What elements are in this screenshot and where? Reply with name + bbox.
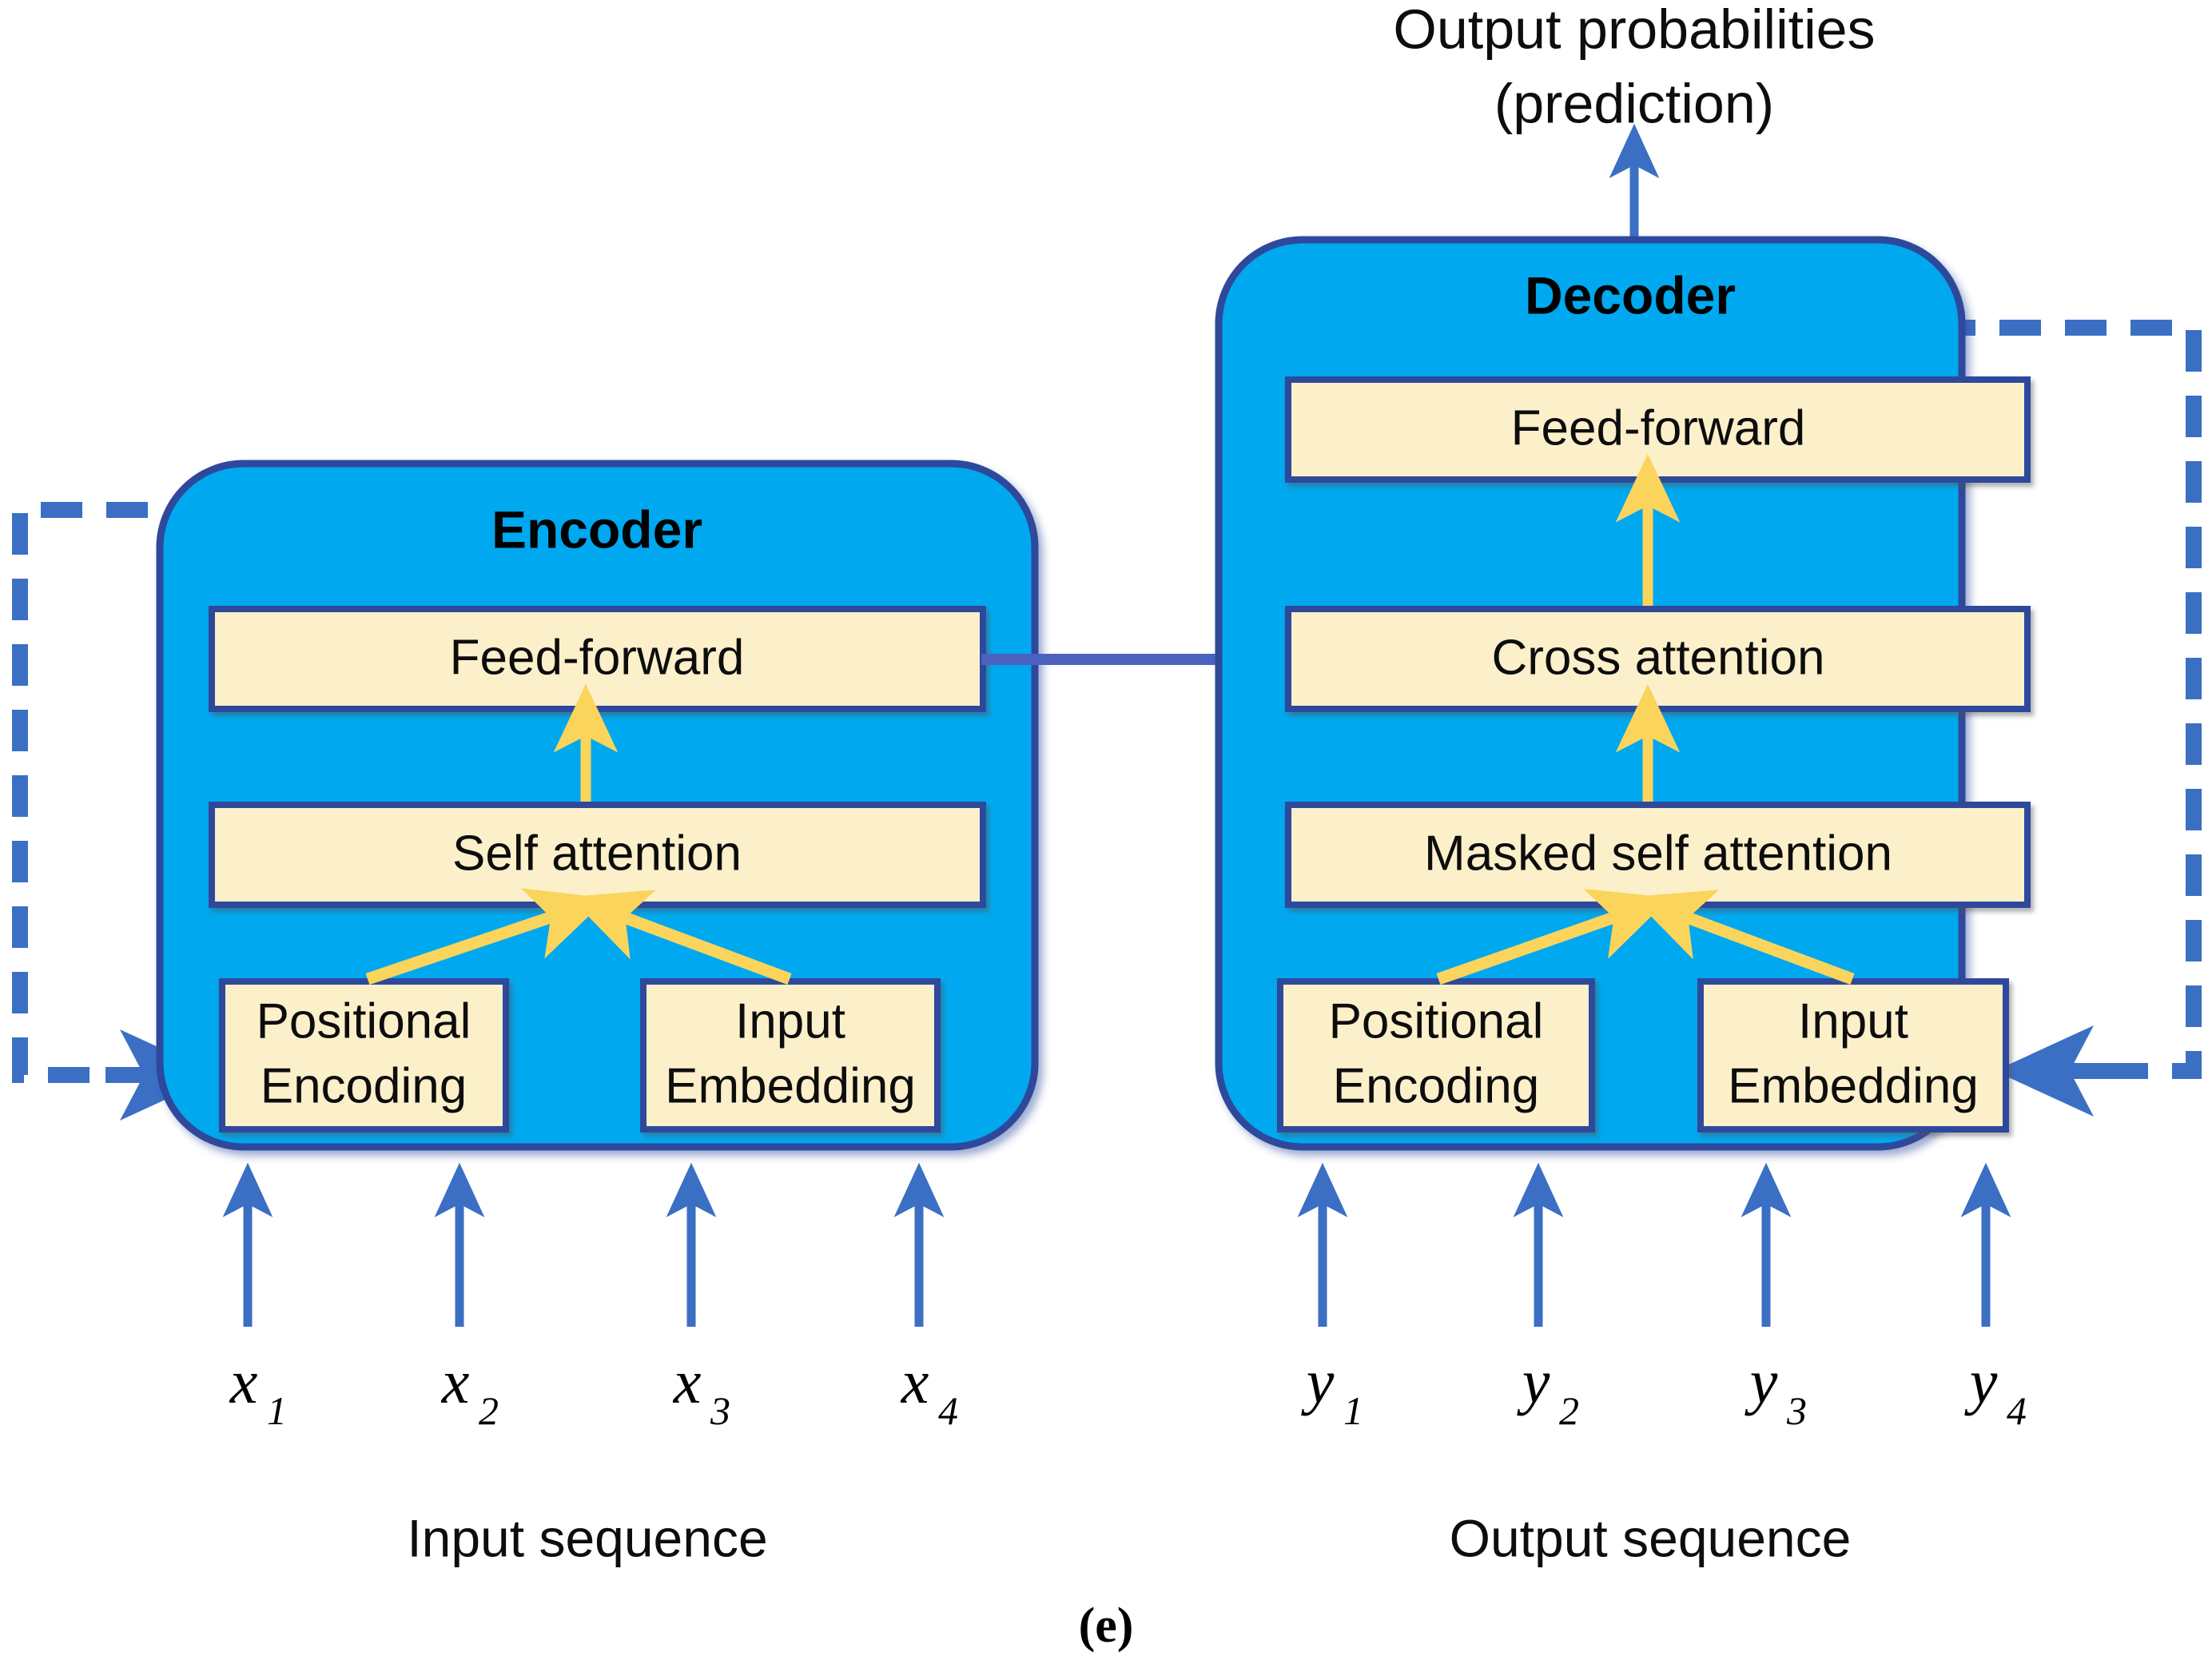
enc-positional-encoding-label-line2: Encoding	[261, 1058, 467, 1113]
enc-positional-encoding-box	[219, 978, 509, 1133]
dec-cross-attention-block[interactable]: Cross attention	[1285, 606, 2031, 712]
dec-token-4-base: y	[1964, 1347, 1998, 1416]
enc-self-attention-block[interactable]: Self attention	[209, 802, 986, 908]
enc-self-attention-box	[209, 802, 986, 908]
enc-feed-forward-label: Feed-forward	[450, 630, 745, 685]
dec-input-embedding-label-line2: Embedding	[1728, 1058, 1979, 1113]
dec-input-embedding-block[interactable]: Input Embedding	[1697, 978, 2009, 1133]
output-probabilities-line1: Output probabilities	[1393, 0, 1875, 60]
enc-self-attention-label: Self attention	[452, 826, 742, 881]
dec-masked-self-attention-label: Masked self attention	[1424, 826, 1892, 881]
enc-token-4: x 4	[901, 1347, 958, 1433]
enc-input-embedding-block[interactable]: Input Embedding	[640, 978, 941, 1133]
dec-token-1-base: y	[1301, 1347, 1335, 1416]
enc-token-2-sub: 2	[479, 1388, 499, 1433]
dec-positional-to-attention-arrow	[1436, 889, 1671, 985]
encoder-input-arrows	[222, 1162, 945, 1327]
decoder-recurrence-dashed-loop	[1934, 320, 2202, 1117]
dec-token-2-sub: 2	[1559, 1388, 1579, 1433]
enc-input-embedding-label-line1: Input	[735, 993, 845, 1049]
enc-token-4-base: x	[901, 1347, 929, 1416]
dec-token-4: y 4	[1964, 1347, 2027, 1433]
enc-feed-forward-block[interactable]: Feed-forward	[209, 606, 986, 712]
dec-positional-encoding-label-line2: Encoding	[1333, 1058, 1540, 1113]
dec-cross-attention-label: Cross attention	[1492, 630, 1825, 685]
enc-token-3: x 3	[673, 1347, 730, 1433]
enc-embedding-to-attention-arrow	[569, 890, 792, 985]
enc-token-1: x 1	[229, 1347, 287, 1433]
dec-token-3: y 3	[1745, 1347, 1807, 1433]
dec-input-embedding-label-line1: Input	[1798, 993, 1908, 1049]
dec-token-4-sub: 4	[2007, 1388, 2027, 1433]
input-sequence-caption: Input sequence	[407, 1508, 767, 1567]
decoder-token-labels: y 1 y 2 y 3 y 4	[1301, 1347, 2027, 1433]
enc-input-embedding-box	[640, 978, 941, 1133]
decoder-title: Decoder	[1525, 265, 1736, 324]
enc-positional-encoding-block[interactable]: Positional Encoding	[219, 978, 509, 1133]
dec-positional-encoding-block[interactable]: Positional Encoding	[1277, 978, 1595, 1133]
enc-token-4-sub: 4	[938, 1388, 958, 1433]
dec-positional-encoding-label-line1: Positional	[1329, 993, 1544, 1049]
dec-token-2: y 2	[1517, 1347, 1579, 1433]
encoder-title: Encoder	[491, 500, 702, 559]
dec-masked-self-attention-block[interactable]: Masked self attention	[1285, 802, 2031, 908]
dec-token-1-sub: 1	[1343, 1388, 1363, 1433]
dec-embedding-to-attention-arrow	[1632, 890, 1855, 985]
dec-token-1: y 1	[1301, 1347, 1363, 1433]
enc-token-1-base: x	[229, 1347, 258, 1416]
output-probabilities-line2: (prediction)	[1494, 72, 1774, 134]
dec-positional-encoding-box	[1277, 978, 1595, 1133]
enc-positional-to-attention-arrow	[365, 888, 608, 985]
encoder-token-labels: x 1 x 2 x 3 x 4	[229, 1347, 958, 1433]
enc-token-2-base: x	[441, 1347, 470, 1416]
enc-token-3-sub: 3	[710, 1388, 730, 1433]
output-sequence-caption: Output sequence	[1450, 1508, 1852, 1567]
dec-feed-forward-block[interactable]: Feed-forward	[1285, 376, 2031, 483]
enc-input-embedding-label-line2: Embedding	[665, 1058, 916, 1113]
dec-input-embedding-box	[1697, 978, 2009, 1133]
enc-token-1-sub: 1	[267, 1388, 287, 1433]
decoder-input-arrows	[1297, 1162, 2011, 1327]
dec-token-2-base: y	[1517, 1347, 1550, 1416]
dec-token-3-base: y	[1745, 1347, 1778, 1416]
dec-feed-forward-label: Feed-forward	[1511, 400, 1806, 456]
dec-token-3-sub: 3	[1786, 1388, 1807, 1433]
figure-caption: (e)	[1079, 1598, 1134, 1653]
enc-token-2: x 2	[441, 1347, 499, 1433]
output-probabilities-caption: Output probabilities (prediction)	[1393, 0, 1875, 134]
dec-masked-self-attention-box	[1285, 802, 2031, 908]
enc-positional-encoding-label-line1: Positional	[257, 993, 471, 1049]
enc-token-3-base: x	[673, 1347, 702, 1416]
